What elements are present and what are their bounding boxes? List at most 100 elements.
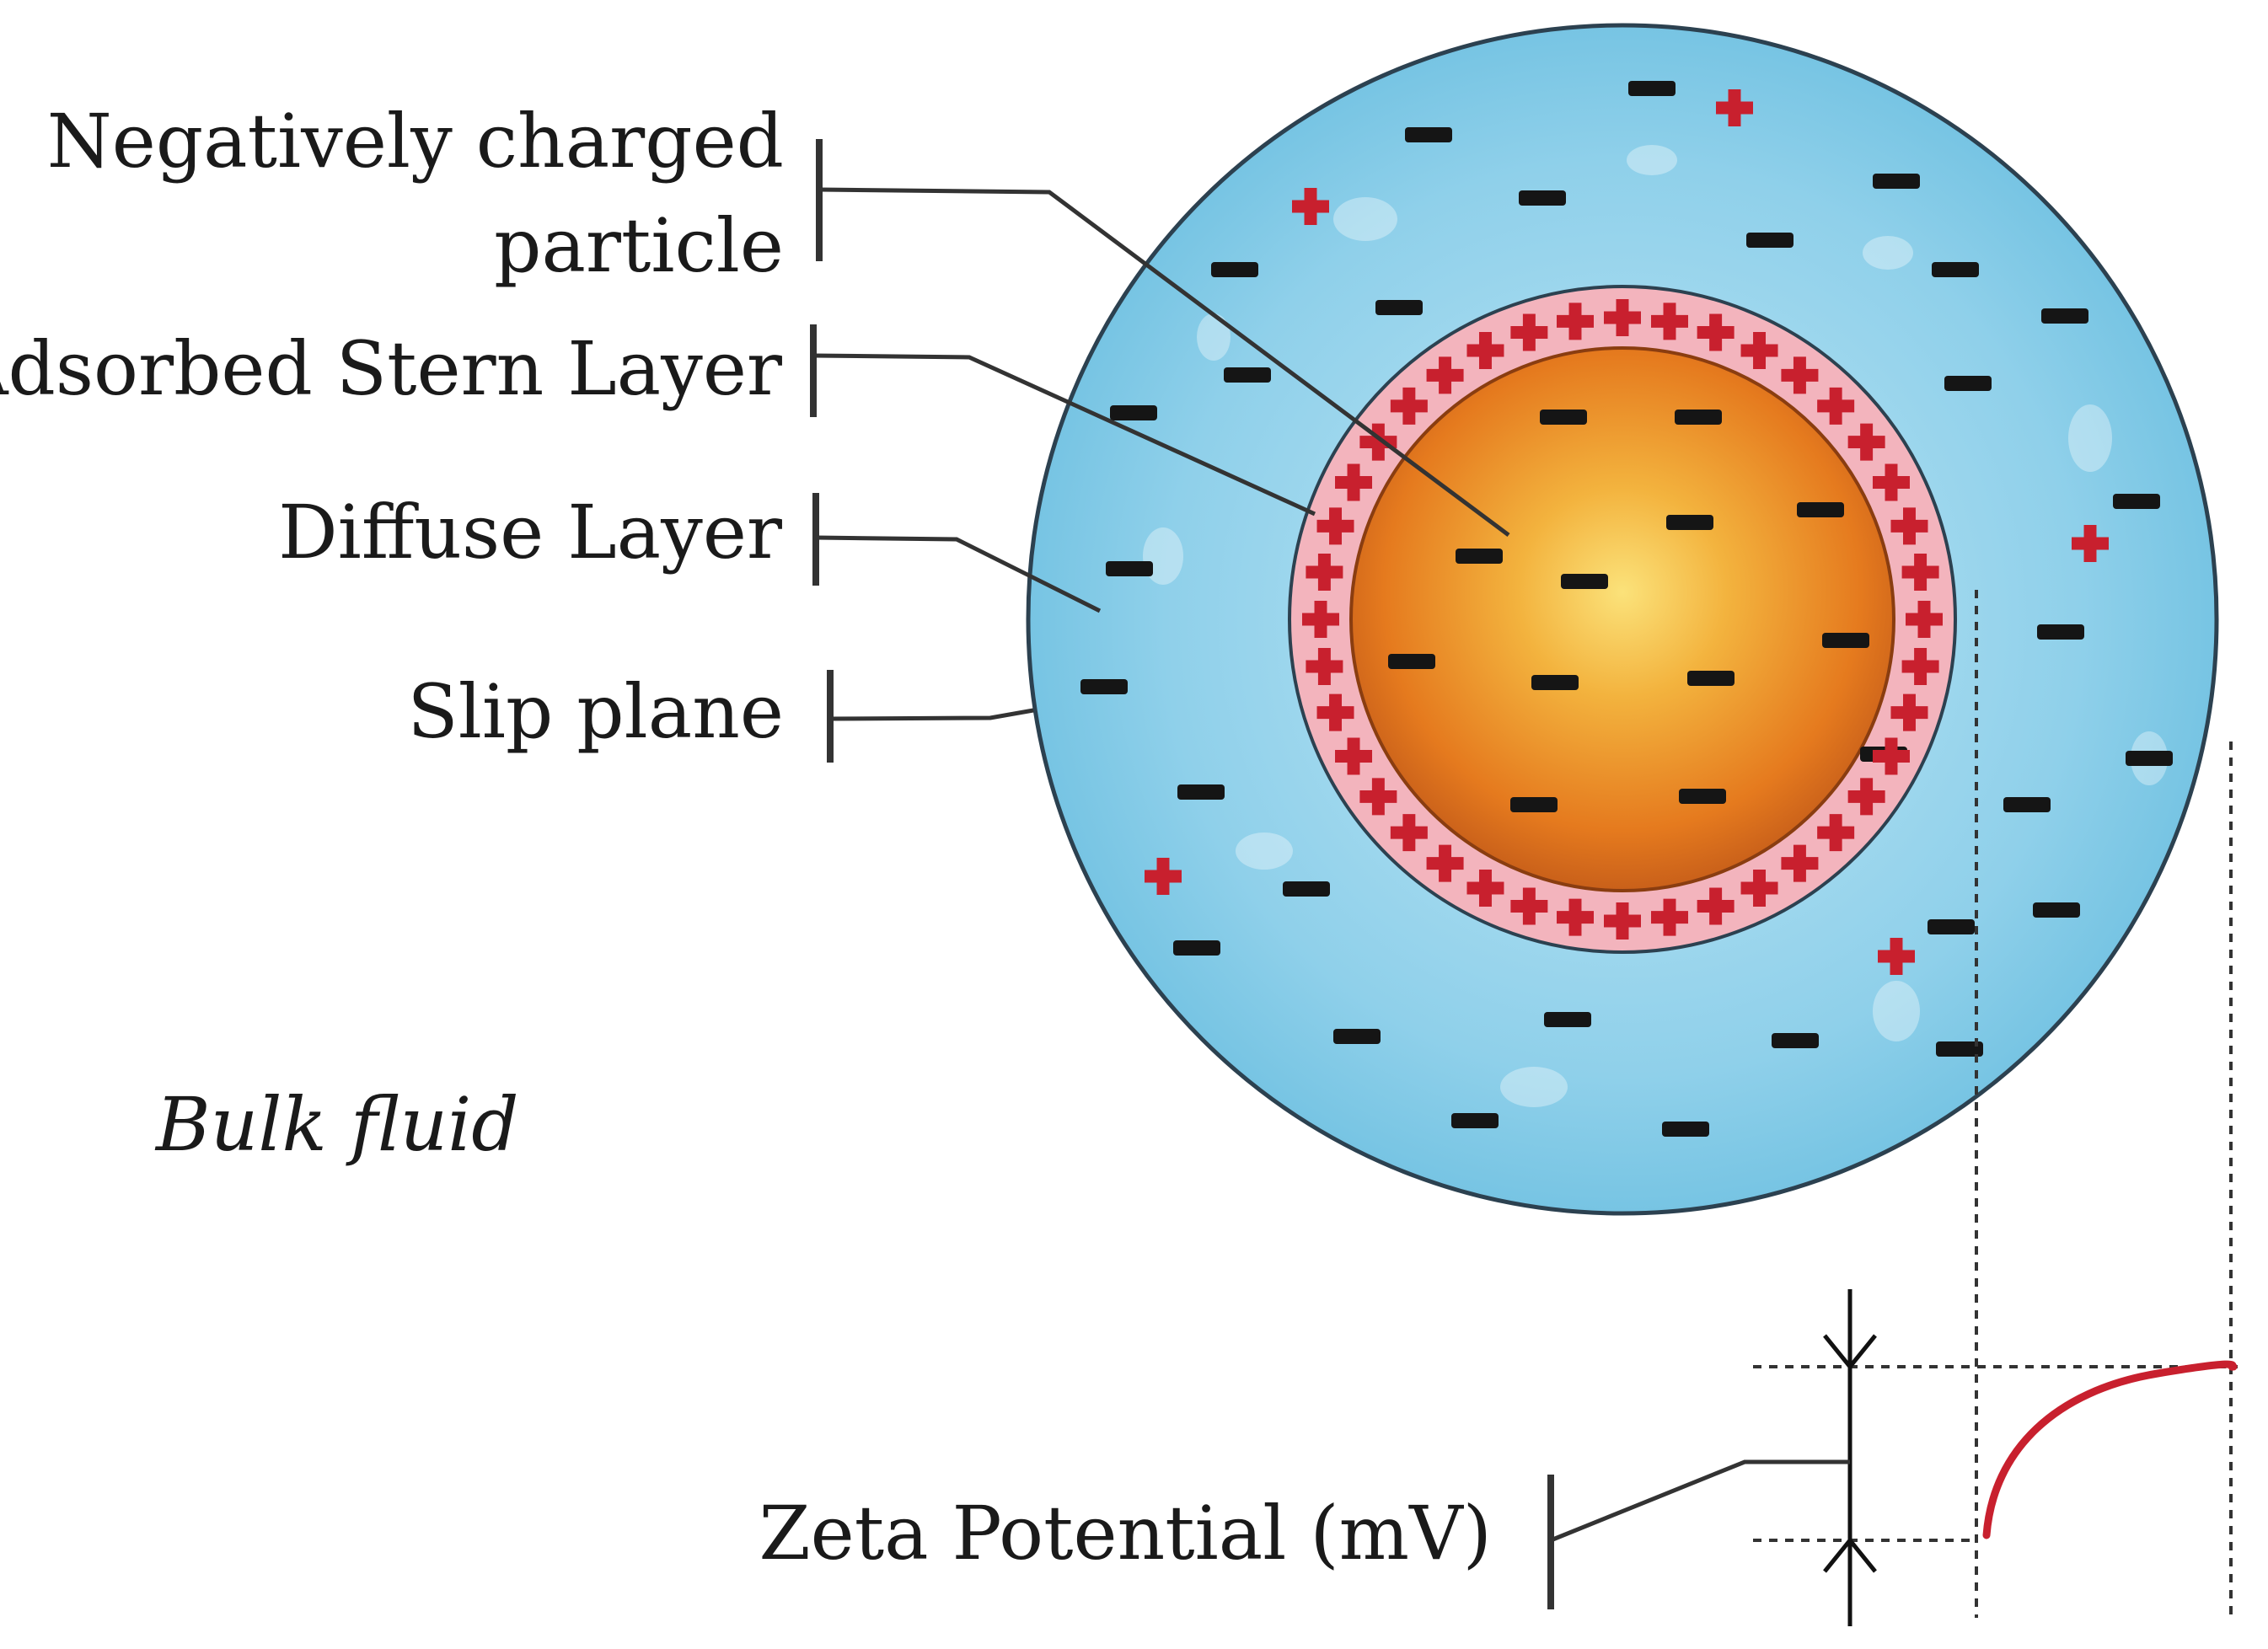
negative-charge-icon xyxy=(1510,797,1558,812)
positive-charge-icon xyxy=(1817,814,1855,852)
negative-charge-icon xyxy=(1283,881,1330,897)
negative-charge-icon xyxy=(2113,494,2160,509)
zeta-dimension-arrows xyxy=(1823,1289,1877,1626)
negative-charge-icon xyxy=(1375,300,1423,315)
zeta-potential-curve xyxy=(1982,1360,2238,1539)
label-bulk-fluid: Bulk fluid xyxy=(154,1081,519,1168)
positive-charge-icon xyxy=(1302,601,1339,638)
negative-charge-icon xyxy=(1405,127,1452,142)
negative-charge-icon xyxy=(2126,751,2173,766)
negative-charge-icon xyxy=(1540,410,1587,425)
positive-charge-icon xyxy=(1604,299,1641,336)
label-zeta-potential: Zeta Potential (mV) xyxy=(759,1490,1492,1577)
positive-charge-icon xyxy=(1316,507,1354,545)
negative-charge-icon xyxy=(1333,1029,1381,1044)
negative-charge-icon xyxy=(1746,233,1793,248)
positive-charge-icon xyxy=(1847,423,1885,461)
negative-charge-icon xyxy=(1822,633,1869,648)
negative-charge-icon xyxy=(1456,549,1503,564)
negative-charge-icon xyxy=(1177,784,1225,800)
positive-charge-icon xyxy=(1847,778,1885,816)
positive-charge-icon xyxy=(1390,814,1428,852)
positive-charge-icon xyxy=(1890,693,1928,731)
positive-charge-icon xyxy=(1556,898,1594,936)
negative-charge-icon xyxy=(1211,262,1258,277)
negative-charge-icon xyxy=(1873,174,1920,189)
negative-charge-icon xyxy=(1666,515,1713,530)
positive-charge-icon xyxy=(1781,844,1819,882)
negative-charge-icon xyxy=(1173,940,1220,956)
negative-charge-icon xyxy=(1662,1122,1709,1137)
positive-charge-icon xyxy=(1556,302,1594,340)
positive-charge-icon xyxy=(1716,89,1753,126)
negative-charge-icon xyxy=(1928,919,1975,934)
negative-charge-icon xyxy=(1936,1041,1983,1057)
label-stern-layer: Adsorbed Stern Layer xyxy=(0,325,783,412)
negative-charge-icon xyxy=(2041,308,2088,324)
positive-charge-icon xyxy=(1390,387,1428,425)
particle-core xyxy=(1349,346,1895,892)
positive-charge-icon xyxy=(1335,463,1373,501)
positive-charge-icon xyxy=(1906,601,1943,638)
positive-charge-icon xyxy=(1651,302,1689,340)
positive-charge-icon xyxy=(1781,356,1819,394)
positive-charge-icon xyxy=(1890,507,1928,545)
positive-charge-icon xyxy=(1510,313,1548,351)
positive-charge-icon xyxy=(1316,693,1354,731)
fluid-bubbles xyxy=(1143,145,2168,1107)
negative-charge-icon xyxy=(1519,190,1566,206)
negative-charge-icon xyxy=(1451,1113,1499,1128)
label-negatively-charged: Negatively charged xyxy=(47,98,784,185)
positive-charge-icon xyxy=(1426,844,1464,882)
charges xyxy=(1080,81,2173,1137)
positive-charge-icon xyxy=(1359,423,1397,461)
positive-charge-icon xyxy=(1306,648,1343,686)
negative-charge-icon xyxy=(1772,1033,1819,1048)
positive-charge-icon xyxy=(1697,313,1735,351)
label-slip-plane: Slip plane xyxy=(407,668,784,755)
positive-charge-icon xyxy=(1466,332,1504,370)
negative-charge-icon xyxy=(1687,671,1735,686)
positive-charge-icon xyxy=(1466,869,1504,907)
positive-charge-icon xyxy=(1901,648,1939,686)
negative-charge-icon xyxy=(1628,81,1676,96)
label-diffuse-layer: Diffuse Layer xyxy=(278,489,783,576)
positive-charge-icon xyxy=(1817,387,1855,425)
label-particle: particle xyxy=(494,202,784,289)
negative-charge-icon xyxy=(2037,624,2084,640)
positive-charge-icon xyxy=(1872,737,1910,775)
negative-charge-icon xyxy=(1080,679,1128,694)
positive-charge-icon xyxy=(1651,898,1689,936)
negative-charge-icon xyxy=(1797,502,1844,517)
negative-charge-icon xyxy=(1679,789,1726,804)
positive-charge-icon xyxy=(2072,525,2109,562)
positive-charge-icon xyxy=(1740,869,1778,907)
negative-charge-icon xyxy=(2003,797,2051,812)
positive-charge-icon xyxy=(1872,463,1910,501)
positive-charge-icon xyxy=(1359,778,1397,816)
positive-charge-icon xyxy=(1740,332,1778,370)
positive-charge-icon xyxy=(1335,737,1373,775)
leader-lines xyxy=(810,139,1850,1609)
negative-charge-icon xyxy=(1106,561,1153,576)
positive-charge-icon xyxy=(1878,938,1915,975)
negative-charge-icon xyxy=(1531,675,1579,690)
negative-charge-icon xyxy=(1675,410,1722,425)
negative-charge-icon xyxy=(1388,654,1435,669)
positive-charge-icon xyxy=(1306,553,1343,591)
negative-charge-icon xyxy=(1561,574,1608,589)
positive-charge-icon xyxy=(1292,188,1329,225)
positive-charge-icon xyxy=(1604,902,1641,940)
negative-charge-icon xyxy=(1544,1012,1591,1027)
positive-charge-icon xyxy=(1510,887,1548,925)
positive-charge-icon xyxy=(1426,356,1464,394)
negative-charge-icon xyxy=(1224,367,1271,383)
positive-charge-icon xyxy=(1145,858,1182,895)
positive-charge-icon xyxy=(1901,553,1939,591)
positive-charge-icon xyxy=(1697,887,1735,925)
negative-charge-icon xyxy=(1110,405,1157,420)
negative-charge-icon xyxy=(1944,376,1992,391)
negative-charge-icon xyxy=(2033,902,2080,918)
negative-charge-icon xyxy=(1932,262,1979,277)
